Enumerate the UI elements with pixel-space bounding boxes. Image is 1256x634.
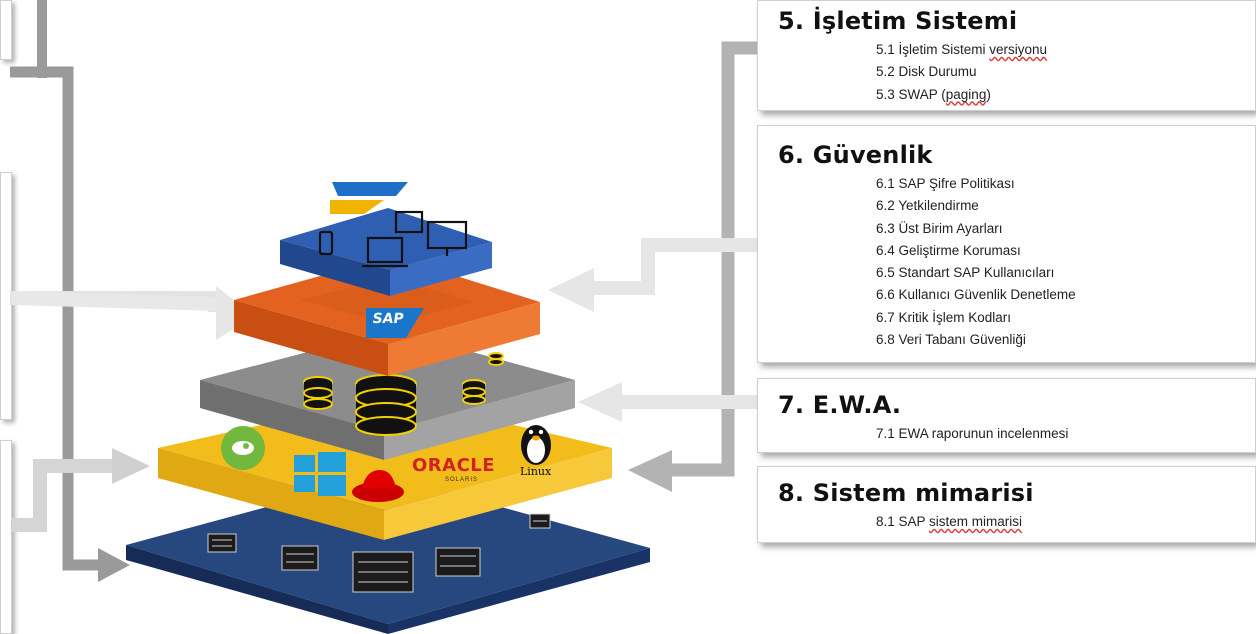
list-item: 5.3 SWAP (paging)	[876, 86, 991, 102]
section-items: 5.1 İşletim Sistemi versiyonu 5.2 Disk D…	[876, 39, 1047, 106]
section-title: 5. İşletim Sistemi	[778, 7, 1018, 35]
section-box-architecture: 8. Sistem mimarisi 8.1 SAP sistem mimari…	[757, 466, 1256, 543]
list-item: 5.1 İşletim Sistemi versiyonu	[876, 42, 1048, 57]
list-item: 6.6 Kullanıcı Güvenlik Denetleme	[876, 287, 1076, 303]
section-box-ewa: 7. E.W.A. 7.1 EWA raporunun incelenmesi	[757, 378, 1256, 453]
windows-icon	[294, 452, 346, 496]
list-item: 6.3 Üst Birim Ayarları	[876, 220, 1003, 236]
list-item: 8.1 SAP sistem mimarisi	[876, 514, 1023, 529]
device-icons	[318, 210, 468, 268]
section-items: 8.1 SAP sistem mimarisi	[876, 511, 1022, 533]
laptop-icon	[366, 236, 404, 264]
sap-logo-icon	[366, 308, 424, 338]
solaris-logo-text: SOLARIS	[445, 477, 479, 483]
opensuse-icon	[221, 426, 265, 470]
list-item: 6.8 Veri Tabanı Güvenliği	[876, 332, 1026, 348]
section-box-security: 6. Güvenlik 6.1 SAP Şifre Politikası 6.2…	[757, 125, 1256, 363]
redhat-icon	[352, 470, 404, 502]
fiori-logo-icon	[330, 182, 408, 214]
connector-arrows	[10, 0, 760, 582]
list-item: 7.1 EWA raporunun incelenmesi	[876, 426, 1069, 441]
layer-devices	[280, 182, 492, 296]
server-rack-icon	[207, 513, 551, 593]
list-item: 6.2 Yetkilendirme	[876, 198, 979, 214]
section-title: 6. Güvenlik	[778, 141, 933, 169]
layer-database	[200, 330, 575, 460]
list-item: 5.2 Disk Durumu	[876, 64, 977, 80]
section-items: 7.1 EWA raporunun incelenmesi	[876, 423, 1068, 445]
left-box-fragment	[0, 0, 12, 60]
list-item: 6.7 Kritik İşlem Kodları	[876, 309, 1012, 325]
linux-logo-text: Linux	[520, 465, 552, 478]
list-item: 6.1 SAP Şifre Politikası	[876, 176, 1015, 191]
layer-hardware	[126, 475, 650, 634]
sap-logo-text: SAP	[371, 311, 405, 327]
database-icon	[303, 352, 504, 436]
list-item: 6.5 Standart SAP Kullanıcıları	[876, 265, 1055, 281]
oracle-logo-text: ORACLE	[412, 455, 496, 476]
section-title: 7. E.W.A.	[778, 391, 902, 419]
section-items: 6.1 SAP Şifre Politikası 6.2 Yetkilendir…	[876, 173, 1076, 351]
layer-sap	[234, 256, 540, 376]
section-title: 8. Sistem mimarisi	[778, 479, 1034, 507]
phone-icon	[318, 230, 334, 256]
tux-icon	[521, 425, 551, 465]
code-window-icon	[394, 210, 424, 234]
section-box-os: 5. İşletim Sistemi 5.1 İşletim Sistemi v…	[757, 0, 1256, 111]
list-item: 6.4 Geliştirme Koruması	[876, 242, 1021, 258]
